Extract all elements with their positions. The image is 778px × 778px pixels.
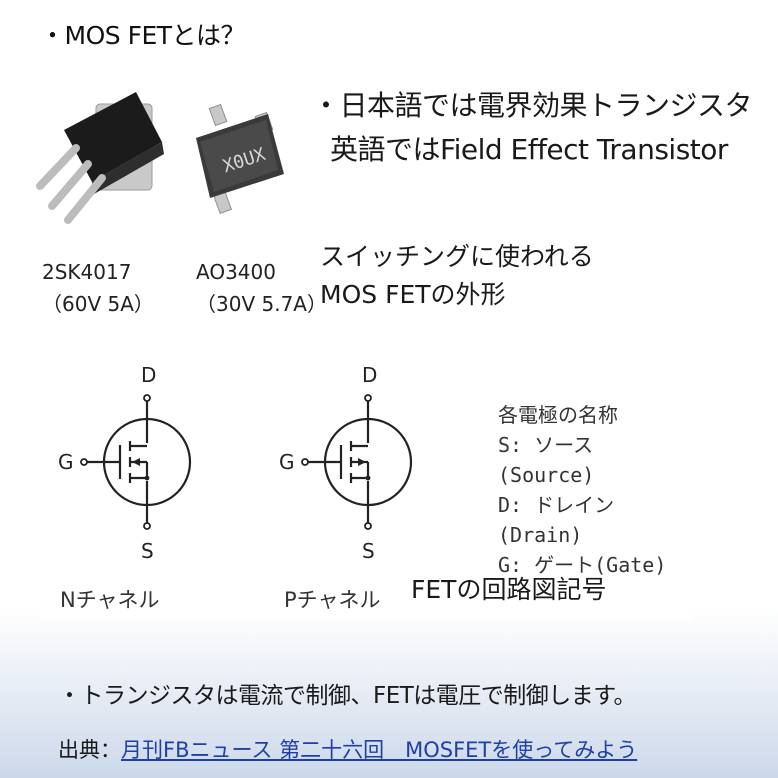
symbol-caption: FETの回路図記号 [411,575,607,604]
photo-caption-line2: MOS FETの外形 [320,280,506,309]
p-channel-symbol [307,398,413,526]
n-channel-label: Nチャネル [60,588,160,612]
p-drain-label: D [362,363,377,387]
fet-symbols-svg: D G S D G S [58,363,413,563]
n-gate-label: G [58,450,74,474]
n-drain-label: D [141,363,156,387]
source-prefix: 出典： [58,738,121,762]
electrode-drain: D: ドレイン (Drain) [498,493,615,547]
n-channel-symbol [86,398,192,526]
photo-ao3400: X0UX [172,86,302,232]
part-label-2sk4017: 2SK4017 （60V 5A） [42,256,154,320]
electrode-heading: 各電極の名称 [498,403,618,427]
n-source-label: S [141,539,154,563]
summary-text: ・トランジスタは電流で制御、FETは電圧で制御します。 [58,683,637,709]
definition-japanese: ・日本語では電界効果トランジスタ [312,89,753,122]
definition-english: 英語ではField Effect Transistor [330,133,728,166]
source-link[interactable]: 月刊FBニュース 第二十六回 MOSFETを使ってみよう [121,738,638,762]
photo-2sk4017 [26,82,169,240]
photo-caption: スイッチングに使われる MOS FETの外形 [320,238,594,314]
part-label-ao3400: AO3400 （30V 5.7A） [196,256,327,320]
p-channel-label: Pチャネル [284,588,381,612]
circuit-symbol-panel: D G S D G S Nチャネル Pチャネル 各電極の名称 S: ソ [40,328,690,620]
part-name: 2SK4017 [42,260,132,284]
p-gate-label: G [279,450,295,474]
part-rating: （30V 5.7A） [196,292,327,316]
electrode-names: 各電極の名称 S: ソース (Source) D: ドレイン (Drain) G… [498,400,690,580]
definition-block: ・日本語では電界効果トランジスタ 英語ではField Effect Transi… [312,84,753,172]
part-name: AO3400 [196,260,276,284]
electrode-source: S: ソース (Source) [498,433,595,487]
page-title: ・MOS FETとは？ [40,21,246,50]
photo-caption-line1: スイッチングに使われる [320,242,594,271]
p-source-label: S [362,539,375,563]
part-rating: （60V 5A） [42,292,154,316]
source-citation: 出典：月刊FBニュース 第二十六回 MOSFETを使ってみよう [58,734,637,764]
electrode-gate: G: ゲート(Gate) [498,553,667,577]
